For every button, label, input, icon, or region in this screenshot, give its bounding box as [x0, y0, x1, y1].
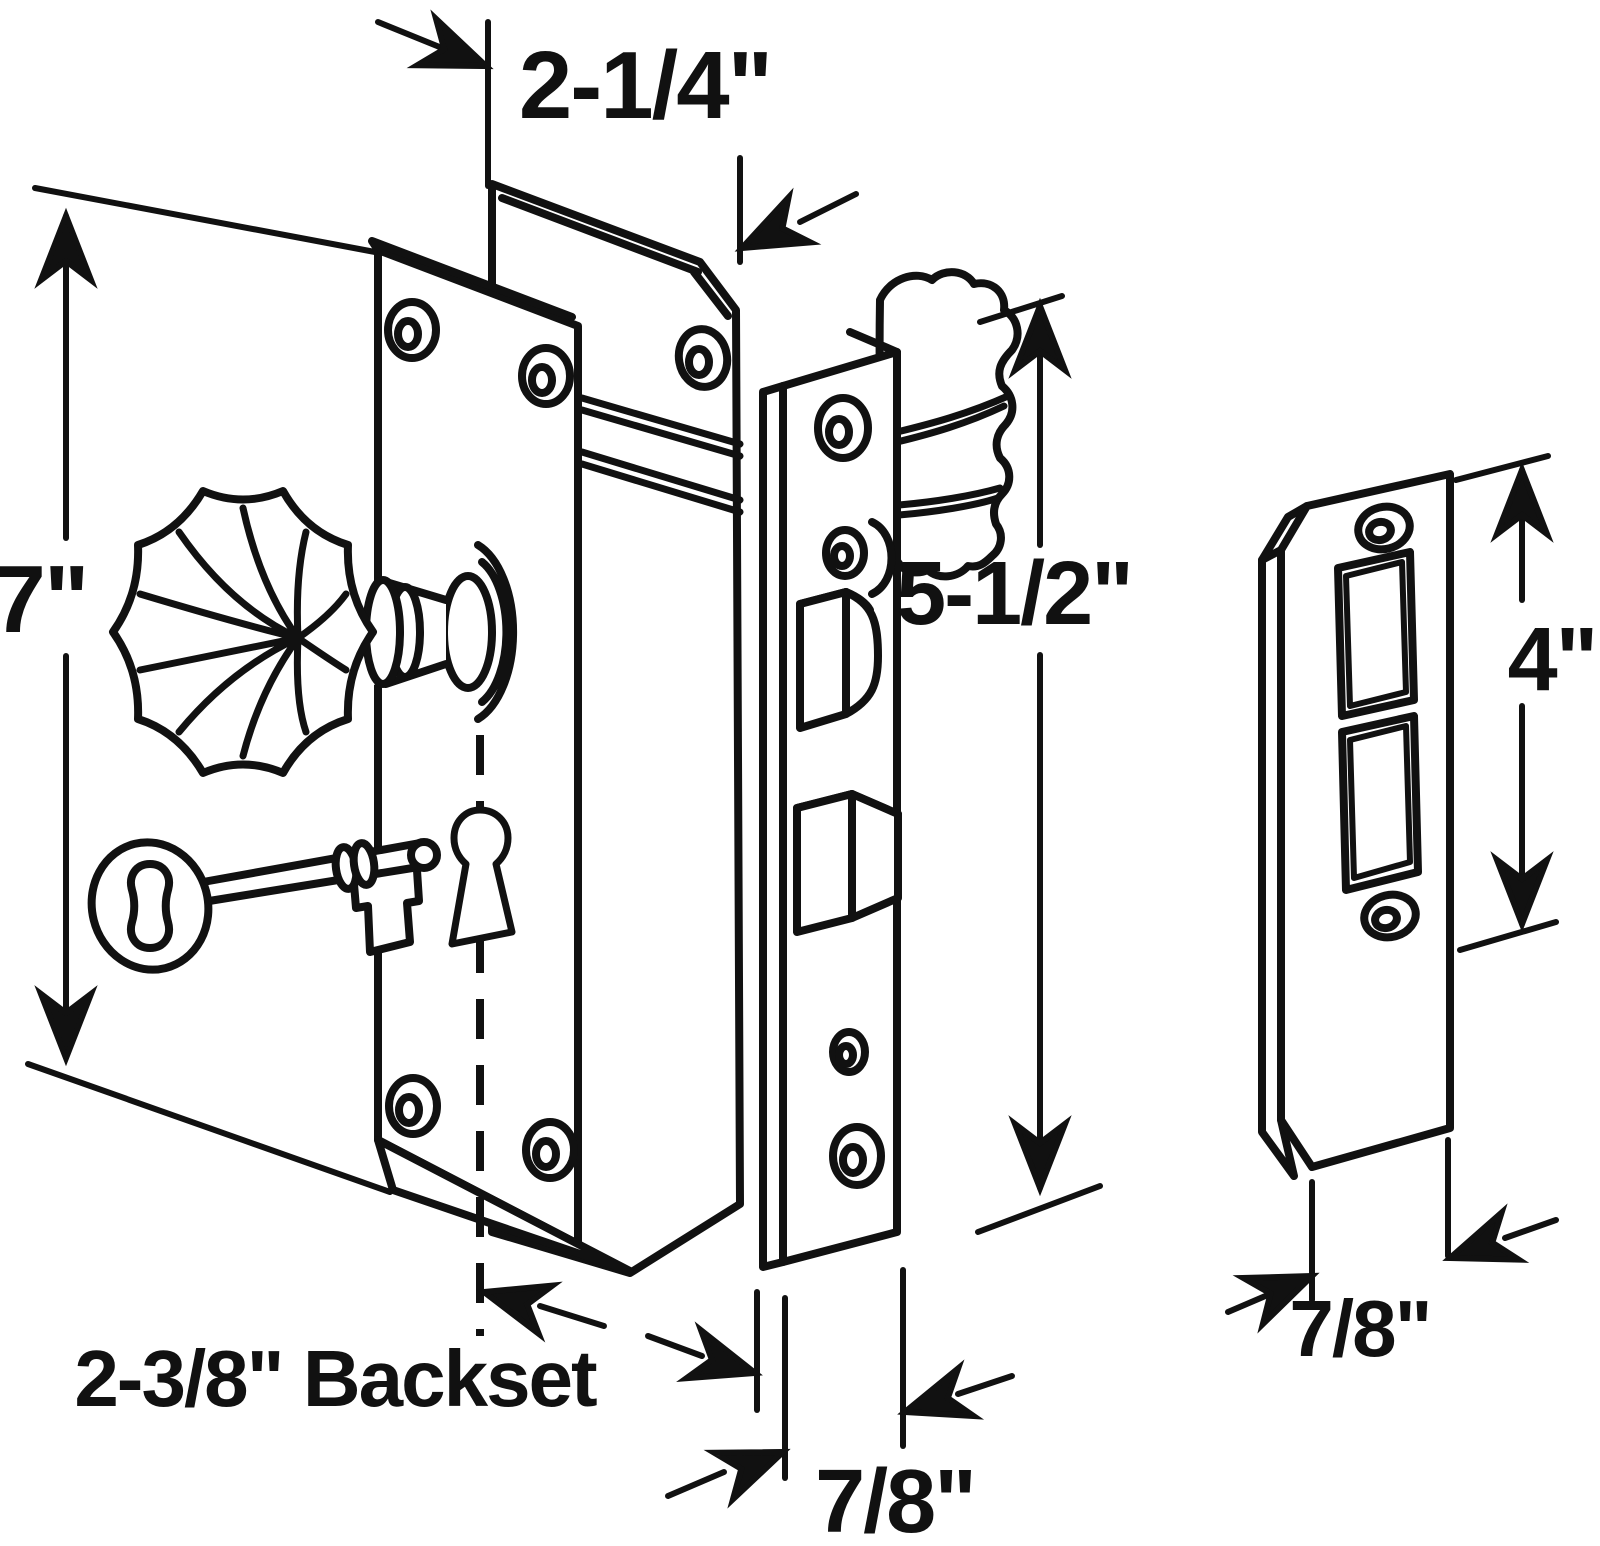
lock-case-top-edge: [846, 328, 901, 356]
label-7-8-case: 7/8": [815, 1452, 975, 1546]
strike-cutout-deadbolt: [1338, 712, 1422, 894]
strike-cutout-deadbolt-inner: [1347, 723, 1413, 881]
faceplate-screw-hole-inner: [830, 542, 854, 570]
knob-rose: [440, 572, 496, 692]
dim-7-8-strike: [1225, 1137, 1559, 1324]
label-2-1-4: 2-1/4": [519, 32, 771, 139]
knob-rose-flange-arcs: [474, 541, 518, 723]
dim-4: [1453, 453, 1559, 953]
dimension-lines: [25, 19, 1559, 1499]
key-collar-ring: [349, 839, 379, 889]
screw-hole-inner: [395, 1093, 423, 1127]
strike-cutout-latch-inner: [1343, 559, 1409, 709]
latch-bolt-bevel: [842, 588, 882, 718]
mortise-lock-body: [759, 268, 1022, 1271]
glass-door-knob: [109, 487, 518, 777]
arrow-tail: [537, 1303, 607, 1329]
deadbolt: [793, 790, 902, 936]
faceplate-screw-hole-inner: [835, 1042, 857, 1068]
extension-tick: [1453, 453, 1551, 483]
arrow-tail: [665, 1469, 727, 1499]
latch-bolt: [796, 588, 882, 732]
dim-7: [25, 185, 393, 1195]
arrow-tail: [375, 19, 445, 51]
arrow-tail: [955, 1373, 1015, 1397]
arrow-tail: [797, 191, 859, 225]
skeleton-key: [87, 838, 441, 974]
label-7: 7": [0, 546, 87, 653]
arrow-tail: [1225, 1291, 1273, 1315]
deadbolt-side: [848, 790, 902, 922]
latch-bolt-front: [796, 588, 850, 732]
strike-screw-hole-inner: [1365, 517, 1395, 545]
screw-hole-inner: [394, 317, 422, 351]
label-7-8-strike: 7/8": [1289, 1284, 1430, 1373]
rear-plate-screw-hole-inner: [685, 345, 713, 379]
extension-tick: [32, 185, 378, 255]
dim-7-8-case: [645, 1267, 1015, 1499]
spindle-band: [578, 394, 744, 516]
arrow-tail: [1502, 1217, 1559, 1241]
arrow-tail: [645, 1333, 705, 1359]
front-plate-top-bevel: [368, 237, 576, 321]
label-5-1-2: 5-1/2": [896, 544, 1132, 644]
screw-hole-inner: [532, 1137, 560, 1171]
rear-plate-top-bevel: [498, 194, 732, 320]
spindle-hub-arc: [868, 518, 896, 598]
extension-tick: [25, 1061, 393, 1195]
strike-plate: [1258, 470, 1454, 1180]
thumbturn-band-lines: [893, 392, 1012, 519]
faceplate-screw-hole-inner: [825, 415, 853, 449]
key-tip: [407, 838, 441, 872]
knob-facets: [136, 504, 350, 760]
dim-backset: [477, 1268, 607, 1334]
extension-tick: [1457, 919, 1559, 953]
key-bow-hole: [127, 860, 173, 952]
strike-cutout-latch: [1334, 548, 1418, 720]
knob-shank-lines: [382, 578, 450, 688]
faceplate-screw-hole-inner: [839, 1143, 867, 1177]
dimension-labels: 2-1/4" 7" 5-1/2" 4" 7/8" 7/8" 2-3/8" Bac…: [0, 32, 1598, 1546]
front-plate-bottom-bevel: [374, 1136, 634, 1275]
dim-5-1-2: [975, 293, 1103, 1235]
strike-screw-hole-inner: [1371, 905, 1401, 933]
deadbolt-front: [793, 790, 856, 936]
extension-tick: [975, 1183, 1103, 1235]
label-4: 4": [1508, 610, 1597, 710]
dim-2-1-4: [375, 19, 859, 271]
keyhole: [448, 806, 516, 948]
screw-hole-inner: [528, 363, 556, 397]
strike-plate-bevel-line: [1258, 502, 1311, 564]
extension-tick: [977, 293, 1065, 325]
label-backset: 2-3/8" Backset: [74, 1334, 597, 1423]
knob-bulb: [109, 487, 377, 777]
